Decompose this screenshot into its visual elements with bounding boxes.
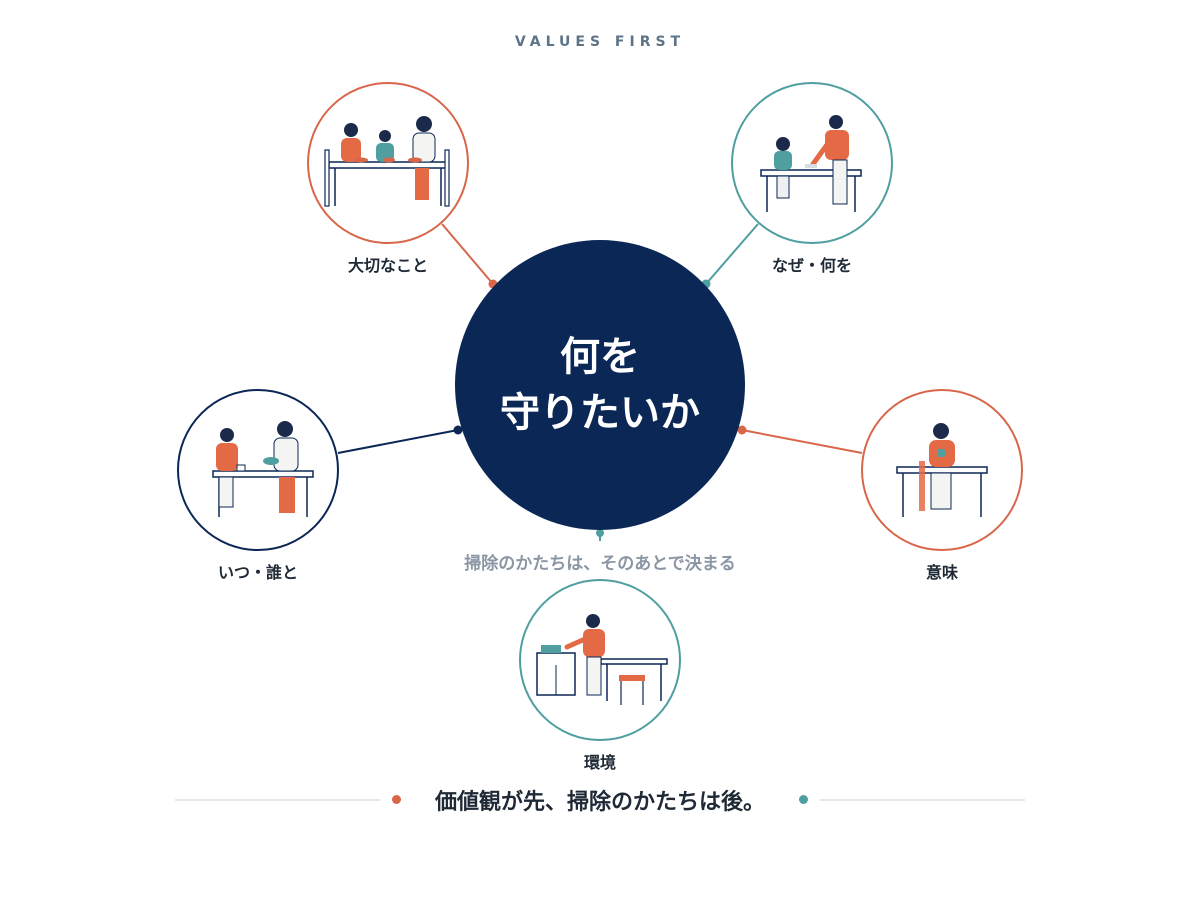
connector-dot-right <box>737 425 747 435</box>
wiping-table-icon <box>760 115 862 212</box>
node-label-meaning: 意味 <box>925 563 958 582</box>
tidying-room-icon <box>536 614 668 705</box>
footer-dot-left <box>392 795 401 804</box>
connector-top-left <box>441 223 494 285</box>
node-important-things <box>307 82 469 244</box>
hub-line-1: 何を <box>560 334 640 380</box>
connector-right <box>741 429 863 454</box>
drinking-tea-icon <box>896 423 988 517</box>
hub-subtext: 掃除のかたちは、そのあとで決まる <box>464 554 736 574</box>
family-meal-icon <box>324 116 450 207</box>
node-environment <box>519 579 681 741</box>
footer-statement: 価値観が先、掃除のかたちは後。 <box>434 790 765 815</box>
connector-left <box>337 429 459 454</box>
node-why-what <box>731 82 893 244</box>
node-label-when-who: いつ・誰と <box>217 563 298 582</box>
footer-dot-right <box>799 795 808 804</box>
node-label-environment: 環境 <box>583 753 616 772</box>
connector-dot-bottom <box>596 529 604 537</box>
node-label-why-what: なぜ・何を <box>771 256 852 275</box>
node-meaning <box>861 389 1023 551</box>
eyebrow-title: VALUES FIRST <box>514 34 686 50</box>
hub-line-2: 守りたいか <box>500 390 700 436</box>
connector-top-right <box>705 223 759 285</box>
node-when-who <box>177 389 339 551</box>
footer-rule-right <box>820 799 1025 801</box>
node-label-important-things: 大切なこと <box>347 256 428 275</box>
serving-bowl-icon <box>212 421 314 517</box>
footer-rule-left <box>175 799 380 801</box>
connector-dot-left <box>453 425 463 435</box>
central-hub: 何を 守りたいか <box>455 240 745 530</box>
